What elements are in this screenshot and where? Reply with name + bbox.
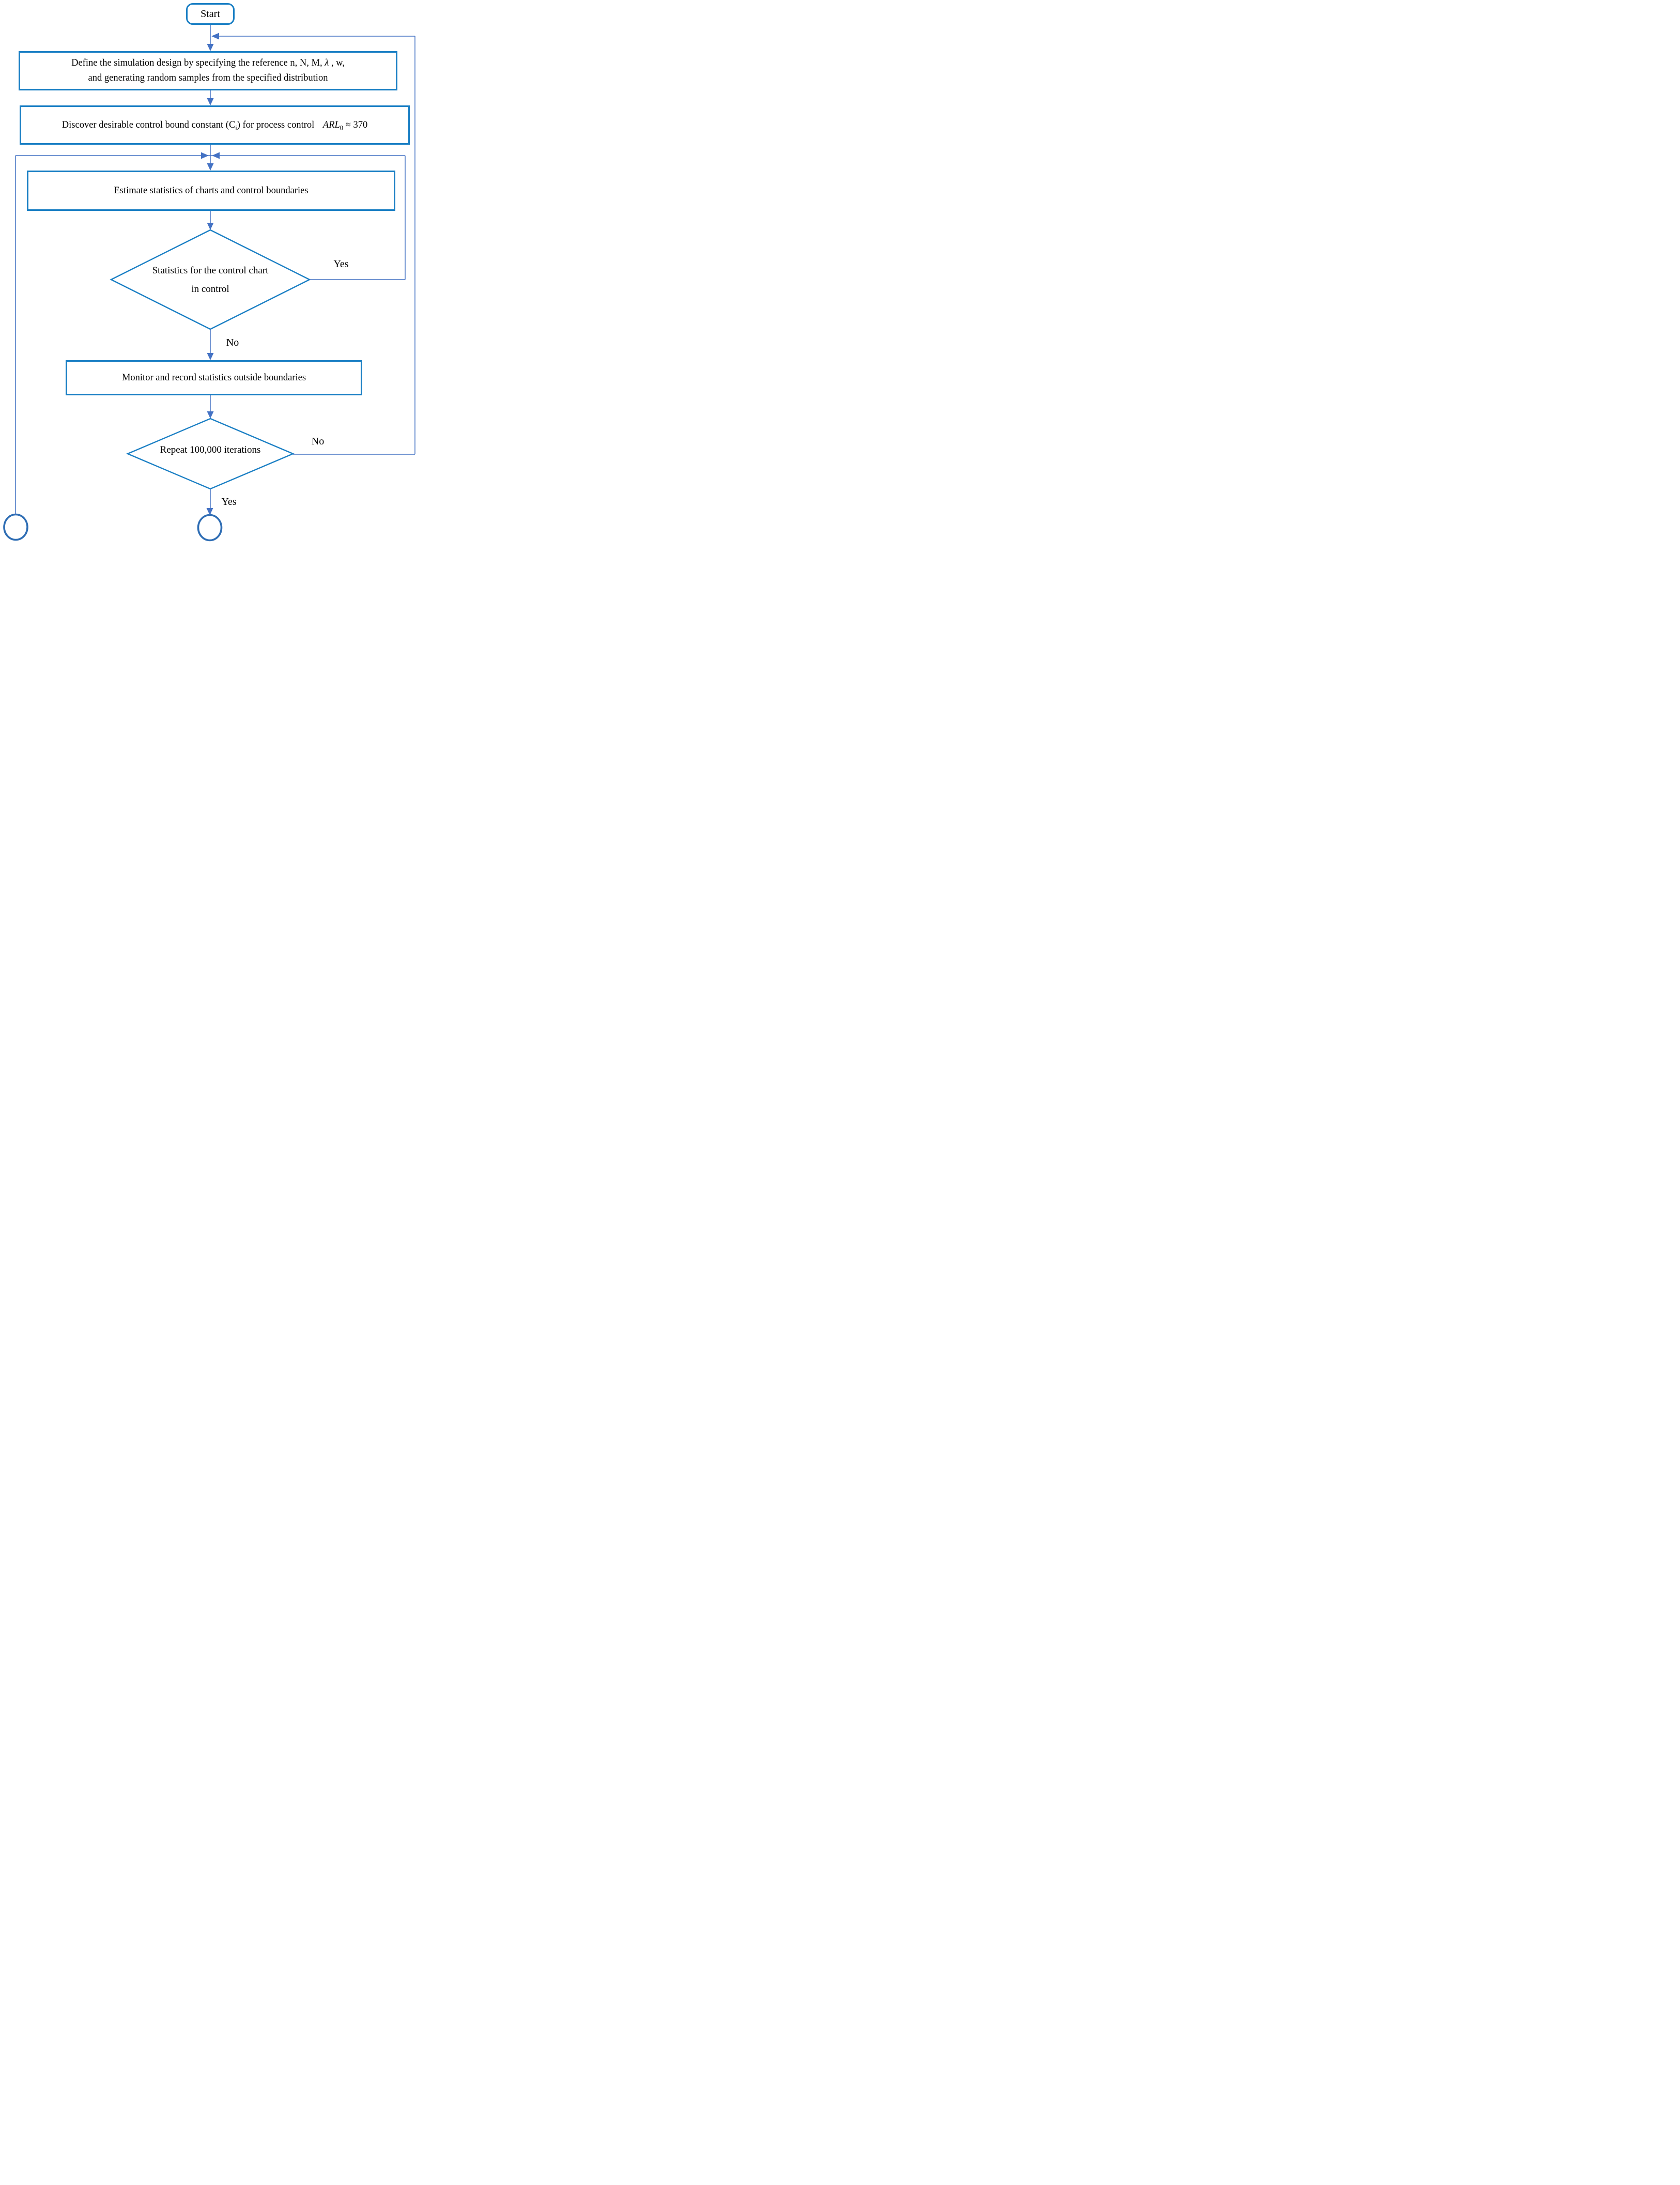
arl-subscript-0: 0 [340, 124, 344, 132]
repeat-no-label: No [311, 436, 325, 447]
arl-symbol: ARL [322, 119, 340, 130]
flowchart-wires [3, 25, 415, 542]
arrowhead-into-monitor [207, 353, 214, 360]
diamond-in-control-shape [110, 229, 311, 330]
arrowhead-into-repeat-diamond [207, 411, 214, 419]
define-line1: Define the simulation design by specifyi… [71, 58, 345, 69]
estimate-statistics-node: Estimate statistics of charts and contro… [27, 171, 395, 211]
define-simulation-node: Define the simulation design by specifyi… [19, 51, 397, 90]
monitor-label: Monitor and record statistics outside bo… [121, 372, 306, 383]
discover-line: Discover desirable control bound constan… [61, 119, 368, 132]
c-subscript-i: i [235, 124, 237, 132]
arrowhead-into-end-circle [206, 508, 213, 515]
repeat-yes-label: Yes [221, 496, 237, 507]
start-node: Start [186, 3, 235, 25]
arrowhead-merge-from-left [201, 152, 209, 159]
define-line2: and generating random samples from the s… [88, 73, 328, 83]
lambda-symbol: λ [325, 58, 329, 69]
arrowhead-into-define [207, 44, 214, 51]
monitor-record-node: Monitor and record statistics outside bo… [66, 360, 362, 395]
arrowhead-into-discover [207, 98, 214, 105]
arrowhead-merge-from-right [212, 152, 220, 159]
flowchart-canvas: Start Define the simulation design by sp… [0, 0, 420, 546]
in-control-no-label: No [226, 337, 239, 348]
connector-circle-end [197, 514, 223, 542]
start-label: Start [201, 8, 220, 20]
arrowheads [201, 33, 220, 515]
diamond-repeat-shape [126, 418, 295, 490]
edges [15, 25, 415, 515]
arrowhead-into-estimate [207, 163, 214, 171]
discover-constant-node: Discover desirable control bound constan… [20, 105, 410, 145]
estimate-label: Estimate statistics of charts and contro… [114, 185, 309, 196]
in-control-yes-label: Yes [333, 258, 349, 270]
connector-circle-left [3, 513, 28, 541]
arrowhead-feedback-left [211, 33, 219, 40]
arrowhead-into-in-control-diamond [207, 223, 214, 230]
